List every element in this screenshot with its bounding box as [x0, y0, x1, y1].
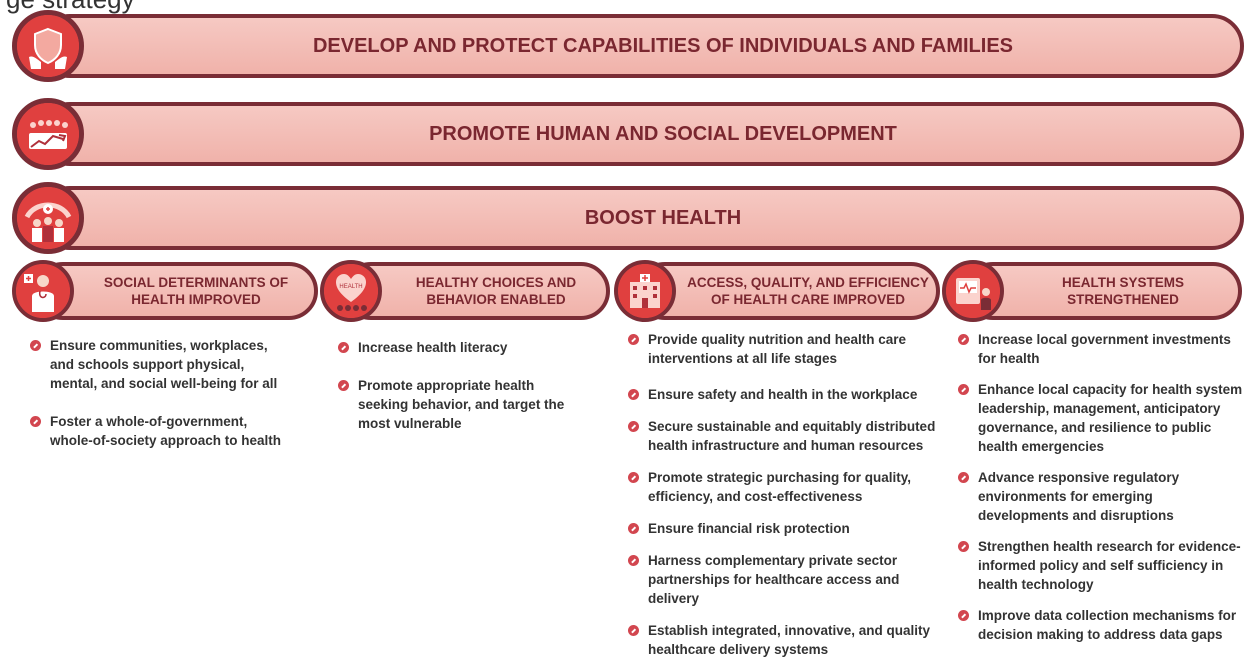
category-label: HEALTH SYSTEMS STRENGTHENED — [1061, 275, 1184, 307]
check-bullet-icon — [958, 472, 969, 483]
category-healthy-choices: HEALTH HEALTHY CHOICES AND BEHAVIOR ENAB… — [320, 260, 610, 322]
list-access-quality: Provide quality nutrition and health car… — [626, 330, 946, 659]
category-social-determinants: SOCIAL DETERMINANTS OF HEALTH IMPROVED — [12, 260, 318, 322]
list-item: Increase health literacy — [336, 338, 576, 357]
list-item: Promote strategic purchasing for quality… — [626, 468, 946, 506]
category-access-quality: ACCESS, QUALITY, AND EFFICIENCY OF HEALT… — [614, 260, 940, 322]
list-item: Enhance local capacity for health system… — [956, 380, 1244, 456]
list-item: Ensure safety and health in the workplac… — [626, 385, 946, 404]
check-bullet-icon — [628, 523, 639, 534]
category-label: ACCESS, QUALITY, AND EFFICIENCY OF HEALT… — [687, 275, 929, 307]
check-bullet-icon — [628, 472, 639, 483]
health-workers-icon — [12, 182, 84, 254]
list-health-systems: Increase local government investments fo… — [956, 330, 1244, 644]
category-pill — [34, 262, 318, 320]
banner-pill — [38, 102, 1244, 166]
check-bullet-icon — [958, 610, 969, 621]
list-item: Harness complementary private sector par… — [626, 551, 946, 608]
check-bullet-icon — [628, 421, 639, 432]
heart-icon: HEALTH — [320, 260, 382, 322]
banner-pill — [38, 14, 1244, 78]
check-bullet-icon — [958, 334, 969, 345]
banner-pill — [38, 186, 1244, 250]
banner-label: PROMOTE HUMAN AND SOCIAL DEVELOPMENT — [429, 122, 897, 145]
list-item: Improve data collection mechanisms for d… — [956, 606, 1244, 644]
medical-device-icon — [942, 260, 1004, 322]
check-bullet-icon — [628, 625, 639, 636]
check-bullet-icon — [338, 342, 349, 353]
check-bullet-icon — [628, 555, 639, 566]
banner-human-social-development: PROMOTE HUMAN AND SOCIAL DEVELOPMENT — [12, 98, 1244, 170]
list-item: Promote appropriate health seeking behav… — [336, 376, 576, 433]
banner-label: DEVELOP AND PROTECT CAPABILITIES OF INDI… — [312, 34, 1014, 57]
list-item: Advance responsive regulatory environmen… — [956, 468, 1244, 525]
hospital-icon — [614, 260, 676, 322]
category-label: HEALTHY CHOICES AND BEHAVIOR ENABLED — [415, 275, 577, 307]
community-growth-icon — [12, 98, 84, 170]
list-social-determinants: Ensure communities, workplaces, and scho… — [28, 336, 284, 450]
list-item: Establish integrated, innovative, and qu… — [626, 621, 946, 659]
list-item: Strengthen health research for evidence-… — [956, 537, 1244, 594]
list-healthy-choices: Increase health literacy Promote appropr… — [336, 338, 576, 433]
check-bullet-icon — [628, 389, 639, 400]
banner-capabilities: DEVELOP AND PROTECT CAPABILITIES OF INDI… — [12, 10, 1244, 82]
list-item: Foster a whole-of-government, whole-of-s… — [28, 412, 284, 450]
list-item: Ensure financial risk protection — [626, 519, 946, 538]
list-item: Secure sustainable and equitably distrib… — [626, 417, 946, 455]
list-item: Provide quality nutrition and health car… — [626, 330, 946, 368]
check-bullet-icon — [30, 416, 41, 427]
banner-boost-health: BOOST HEALTH — [12, 182, 1244, 254]
category-health-systems: HEALTH SYSTEMS STRENGTHENED — [942, 260, 1242, 322]
check-bullet-icon — [628, 334, 639, 345]
check-bullet-icon — [958, 541, 969, 552]
check-bullet-icon — [338, 380, 349, 391]
list-item: Increase local government investments fo… — [956, 330, 1244, 368]
category-pill — [342, 262, 610, 320]
list-item: Ensure communities, workplaces, and scho… — [28, 336, 284, 393]
heart-text: HEALTH — [339, 284, 362, 290]
banner-label: BOOST HEALTH — [584, 206, 742, 229]
category-label: SOCIAL DETERMINANTS OF HEALTH IMPROVED — [103, 275, 289, 307]
doctor-icon — [12, 260, 74, 322]
check-bullet-icon — [30, 340, 41, 351]
category-pill — [964, 262, 1242, 320]
shield-hands-icon — [12, 10, 84, 82]
check-bullet-icon — [958, 384, 969, 395]
category-pill — [636, 262, 940, 320]
